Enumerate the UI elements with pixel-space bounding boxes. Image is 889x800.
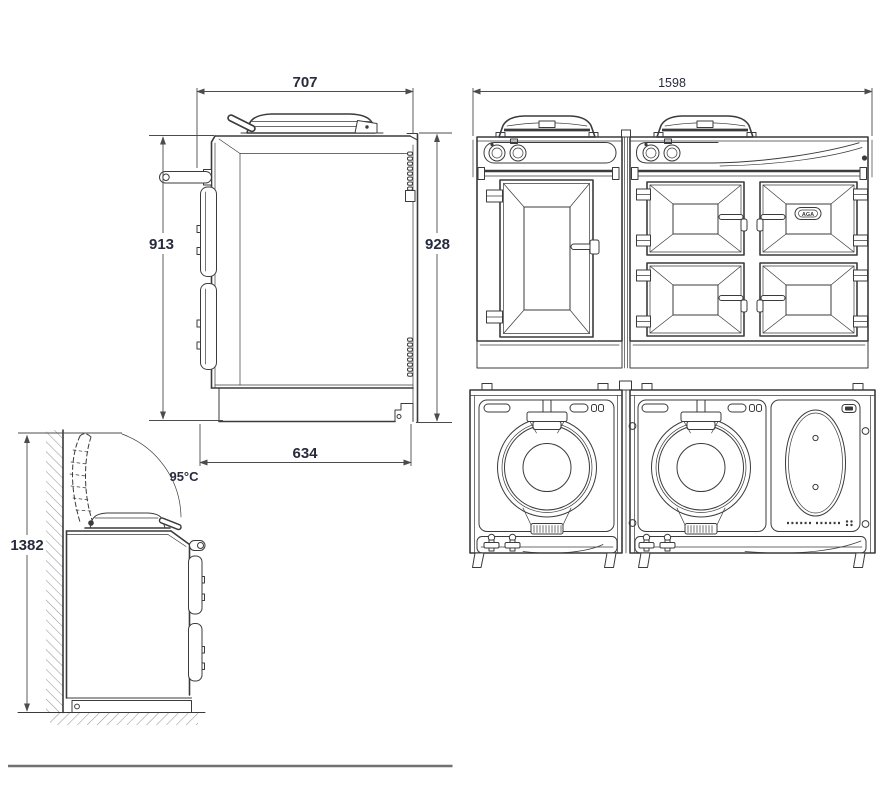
hotplate-lid-dome-side bbox=[227, 113, 384, 134]
side-louvre-vents bbox=[405, 151, 416, 377]
lid-temperature-label: 95°C bbox=[169, 469, 199, 484]
warming-plate-oval bbox=[785, 409, 846, 517]
control-knobs-right bbox=[642, 138, 681, 162]
lid-handle-bracket bbox=[526, 411, 568, 422]
floor-hatching bbox=[50, 713, 198, 725]
plan-bottom-rail-right bbox=[634, 533, 867, 554]
wall-hatching bbox=[46, 430, 63, 713]
plan-legs bbox=[472, 552, 866, 568]
cooker-body-side bbox=[65, 530, 192, 713]
dimension-1598: 1598 bbox=[472, 76, 873, 136]
front-doors-profile bbox=[196, 186, 217, 370]
right-module-plan bbox=[629, 389, 876, 554]
dim-side-top-width: 707 bbox=[292, 74, 317, 91]
front-doors-profile-open-view bbox=[188, 555, 205, 682]
dim-side-bottom-width: 634 bbox=[292, 445, 318, 462]
door-latch bbox=[718, 295, 744, 301]
dim-open-lid-height: 1382 bbox=[10, 537, 43, 554]
dim-side-height-right: 928 bbox=[425, 236, 450, 253]
oven-door-top-right: AGA bbox=[756, 181, 868, 256]
oven-door-top-left bbox=[636, 181, 748, 256]
right-module-front bbox=[629, 136, 869, 342]
dimension-634: 634 bbox=[199, 424, 412, 466]
warming-plate-panel bbox=[770, 399, 861, 532]
dim-side-height-left: 913 bbox=[149, 236, 174, 253]
control-knobs-left bbox=[488, 138, 527, 162]
dimension-928: 928 bbox=[416, 132, 453, 423]
door-latch bbox=[760, 214, 786, 220]
door-latch bbox=[570, 243, 593, 250]
plan-view bbox=[469, 380, 876, 568]
front-plinth bbox=[476, 340, 869, 369]
oven-door-bottom-left bbox=[636, 262, 748, 337]
plan-bottom-rail-left bbox=[476, 533, 618, 554]
hotplate-lid-left bbox=[497, 417, 597, 518]
dim-front-width: 1598 bbox=[658, 76, 686, 90]
right-top-recess bbox=[636, 142, 860, 164]
door-latch bbox=[760, 295, 786, 301]
door-latch bbox=[718, 214, 744, 220]
burner-dome-left bbox=[495, 115, 599, 138]
hotplate-lid-closed bbox=[84, 512, 182, 531]
lid-handle-bracket bbox=[680, 411, 722, 422]
aga-badge-small bbox=[841, 404, 857, 413]
oven-door-bottom-right bbox=[756, 262, 868, 337]
lid-swing-arc bbox=[121, 433, 182, 518]
burner-dome-right bbox=[653, 115, 757, 138]
front-elevation-view: 1598 bbox=[472, 76, 873, 369]
left-top-recess bbox=[483, 142, 617, 164]
hotplate-panel-left bbox=[478, 399, 615, 535]
side-elevation-lid-open-view: 95°C 1382 bbox=[10, 429, 206, 725]
front-handrail-left bbox=[477, 167, 620, 180]
dimension-913: 913 bbox=[146, 135, 223, 421]
lid-pivot bbox=[88, 520, 94, 526]
oven-door-large bbox=[486, 179, 600, 338]
front-handrail-right bbox=[631, 167, 867, 180]
hotplate-lid-right bbox=[651, 417, 751, 518]
side-elevation-closed-view: 707 913 928 634 bbox=[146, 74, 453, 466]
side-body bbox=[210, 133, 419, 423]
aga-badge: AGA bbox=[794, 207, 822, 220]
dimension-1382: 1382 bbox=[10, 432, 122, 712]
svg-text:AGA: AGA bbox=[802, 212, 814, 218]
side-rear-foot bbox=[394, 403, 414, 422]
hotplate-lid-raised-dashed bbox=[69, 433, 94, 526]
dimension-707: 707 bbox=[196, 74, 414, 168]
hotplate-panel-right bbox=[637, 399, 767, 535]
towel-rail bbox=[159, 171, 212, 184]
